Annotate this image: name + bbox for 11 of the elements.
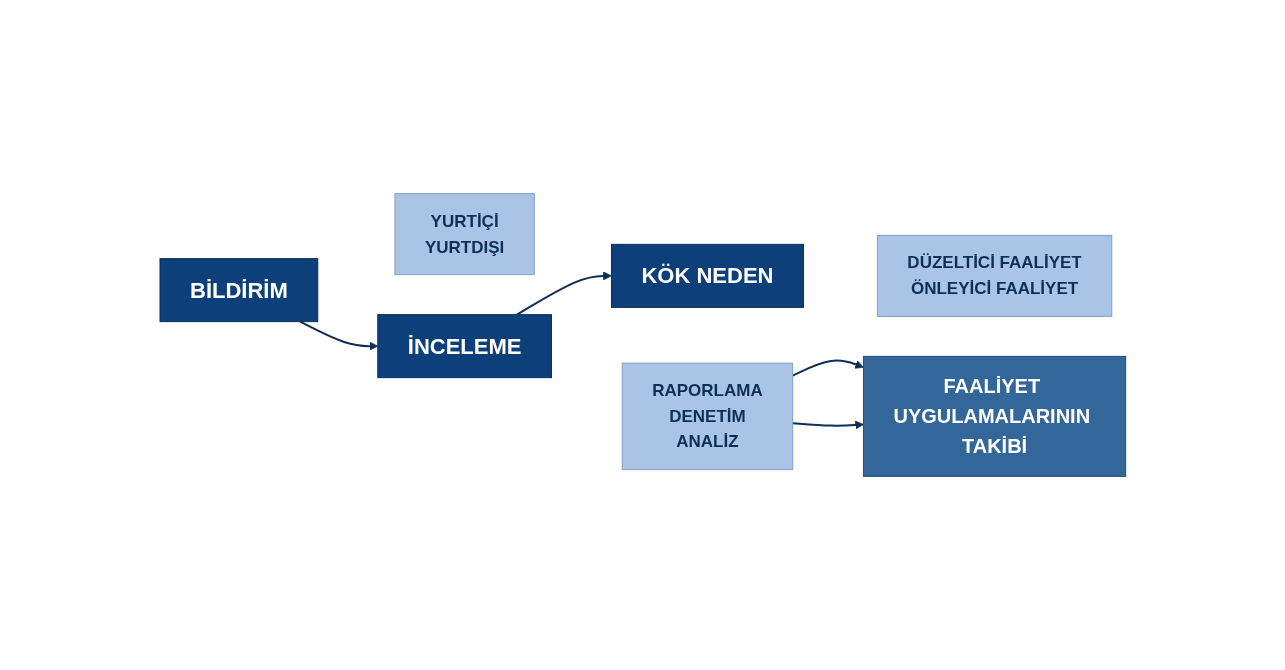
- node-box: RAPORLAMA DENETİM ANALİZ: [621, 362, 793, 471]
- node-box: İNCELEME: [376, 314, 552, 379]
- arrow: [791, 359, 864, 377]
- node-box: FAALİYET UYGULAMALARININ TAKİBİ: [862, 355, 1126, 477]
- arrow: [515, 271, 612, 316]
- node-box: YURTİÇİ YURTDIŞI: [394, 193, 535, 276]
- node-box: BİLDİRİM: [159, 258, 318, 323]
- node-box: DÜZELTİCİ FAALİYET ÖNLEYİCİ FAALİYET: [876, 234, 1112, 317]
- arrow: [791, 420, 864, 430]
- arrow: [298, 320, 378, 351]
- node-box: KÖK NEDEN: [610, 243, 804, 308]
